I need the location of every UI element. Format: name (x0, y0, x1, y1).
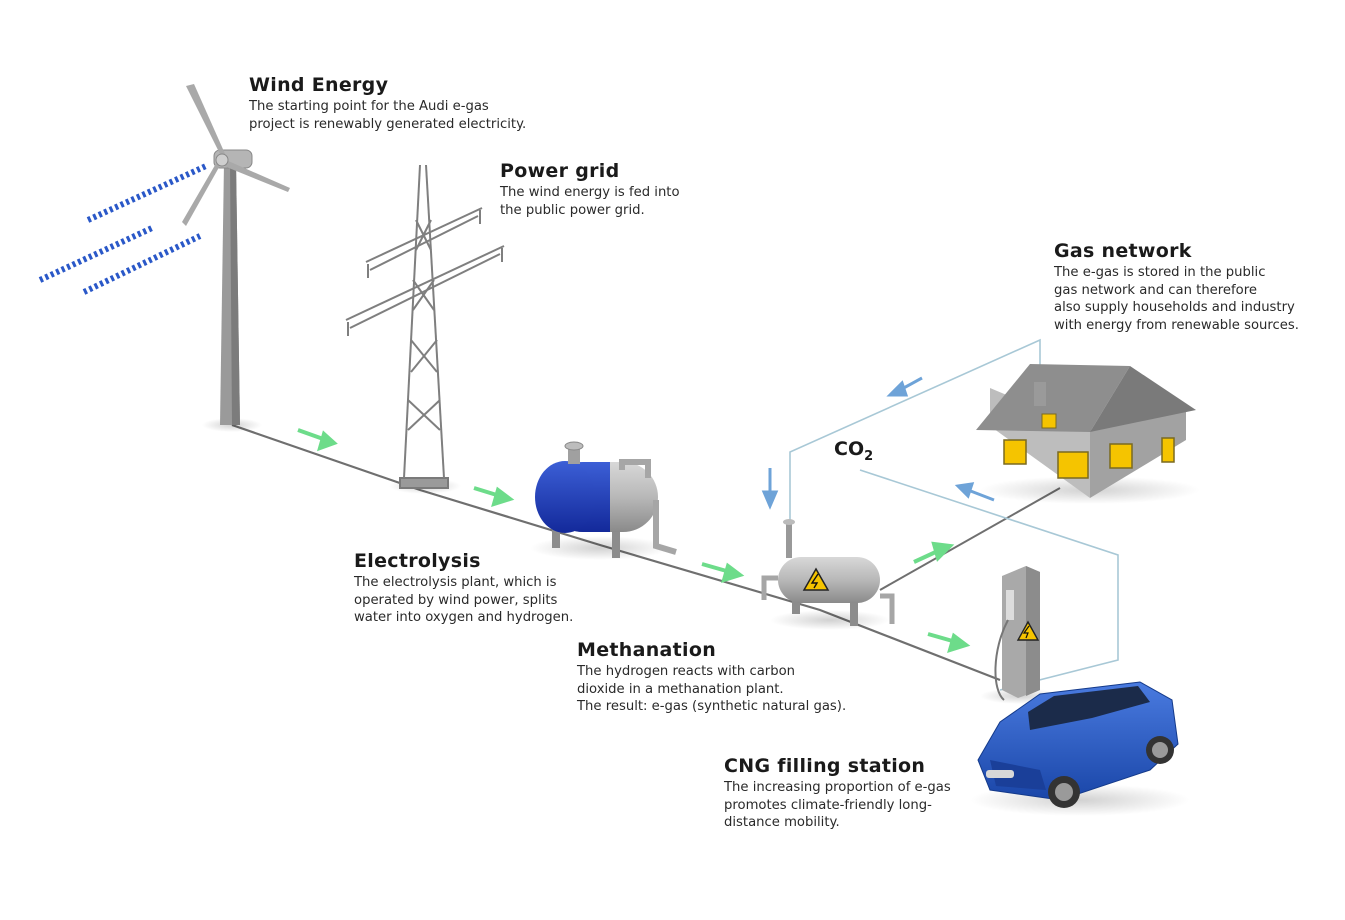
green-flow-arrows (297, 428, 971, 654)
arrow-blue-3 (954, 482, 995, 502)
cng-station-title: CNG filling station (724, 755, 926, 777)
gas-network-title: Gas network (1054, 240, 1192, 262)
power-grid-line: the public power grid. (500, 202, 645, 218)
power-pylon-icon (345, 164, 505, 494)
power-grid-label: Power grid The wind energy is fed into t… (500, 160, 680, 219)
arrow-blue-1 (886, 376, 923, 397)
power-grid-line: The wind energy is fed into (500, 185, 680, 200)
electrolysis-line: The electrolysis plant, which is (354, 575, 557, 590)
gas-line-house (879, 487, 1061, 591)
arrow-green-5 (927, 632, 971, 654)
gas-network-line: with energy from renewable sources. (1054, 317, 1299, 333)
arrow-green-2 (473, 486, 515, 508)
wind-energy-line: project is renewably generated electrici… (249, 116, 527, 132)
wind-energy-line: The starting point for the Audi e-gas (249, 99, 489, 114)
gas-network-label: Gas network The e-gas is stored in the p… (1054, 240, 1299, 334)
electrolysis-label: Electrolysis The electrolysis plant, whi… (354, 550, 573, 627)
methanation-tank-icon (761, 519, 895, 630)
cng-station-line: promotes climate-friendly long- (724, 797, 932, 813)
methanation-line: dioxide in a methanation plant. (577, 681, 784, 697)
gas-network-line: gas network and can therefore (1054, 282, 1257, 298)
electrolysis-title: Electrolysis (354, 550, 481, 572)
methanation-line: The hydrogen reacts with carbon (577, 664, 796, 679)
methanation-line: The result: e-gas (synthetic natural gas… (577, 699, 847, 714)
wind-energy-text: The starting point for the Audi e-gas pr… (249, 98, 526, 133)
co2-main: CO (834, 438, 865, 460)
co2-label: CO2 (834, 438, 873, 464)
gas-network-pipe (859, 469, 1119, 691)
wind-turbine-icon (38, 84, 290, 432)
arrow-green-4 (913, 541, 955, 564)
gas-network-line: also supply households and industry (1054, 300, 1295, 315)
wind-energy-label: Wind Energy The starting point for the A… (249, 74, 526, 133)
co2-subscript: 2 (864, 448, 874, 464)
arrow-blue-2 (761, 468, 779, 510)
electrolysis-line: water into oxygen and hydrogen. (354, 610, 574, 625)
cng-station-line: distance mobility. (724, 815, 840, 830)
cng-pump-icon (980, 566, 1060, 704)
cng-station-text: The increasing proportion of e-gas promo… (724, 779, 951, 832)
gas-network-line: The e-gas is stored in the public (1054, 265, 1266, 280)
electrolysis-tank-icon (530, 441, 677, 560)
arrow-green-3 (701, 562, 745, 584)
electrolysis-line: operated by wind power, splits (354, 592, 558, 608)
methanation-title: Methanation (577, 639, 717, 661)
car-icon (970, 681, 1190, 816)
methanation-text: The hydrogen reacts with carbon dioxide … (577, 663, 846, 716)
methanation-label: Methanation The hydrogen reacts with car… (577, 639, 846, 716)
high-voltage-warning-icon (802, 567, 830, 591)
gas-network-text: The e-gas is stored in the public gas ne… (1054, 264, 1299, 334)
cng-station-label: CNG filling station The increasing propo… (724, 755, 951, 832)
power-grid-title: Power grid (500, 160, 620, 182)
wind-energy-title: Wind Energy (249, 74, 389, 96)
electrolysis-text: The electrolysis plant, which is operate… (354, 574, 573, 627)
power-grid-text: The wind energy is fed into the public p… (500, 184, 680, 219)
cng-station-line: The increasing proportion of e-gas (724, 780, 951, 795)
co2-pipe (789, 338, 1041, 520)
house-icon (976, 364, 1200, 504)
blue-flow-arrows (761, 376, 995, 510)
arrow-green-1 (297, 428, 338, 452)
